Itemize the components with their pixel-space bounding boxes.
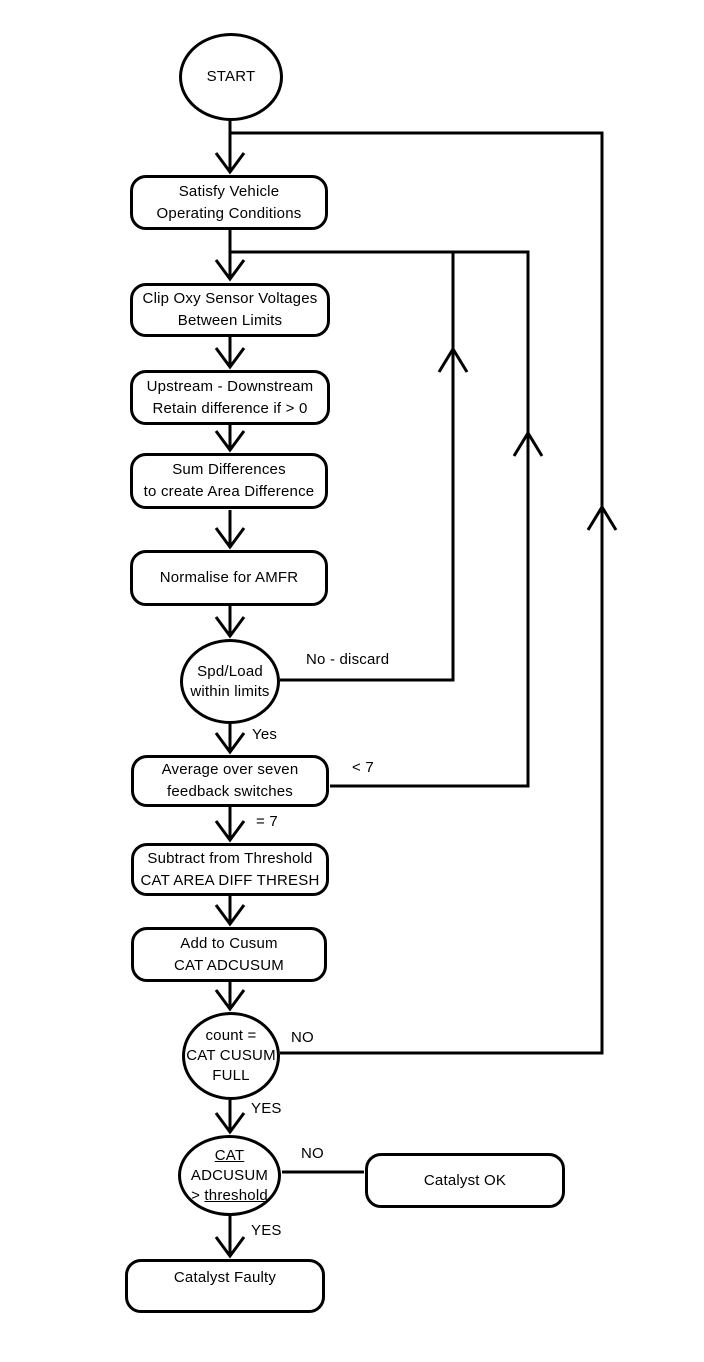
decision-count-cusum-full: count = CAT CUSUM FULL [182,1012,280,1100]
node-label: Upstream - Downstream Retain difference … [146,377,314,417]
arrow-upstream-to-sum [214,425,246,453]
loop-average-lt7-arrowhead [512,430,544,457]
decision-spdload-within-limits: Spd/Load within limits [180,639,280,724]
node-label: Add to Cusum CAT ADCUSUM [174,934,284,974]
start-node: START [179,33,283,121]
loop-count-no [230,131,604,1055]
process-average-seven-switches: Average over seven feedback switches [131,755,329,807]
node-label: Average over seven feedback switches [161,761,299,800]
process-clip-voltages: Clip Oxy Sensor Voltages Between Limits [130,283,330,337]
edge-label-no-adcusum: NO [301,1145,324,1162]
arrow-average-to-subtract [214,807,246,843]
node-label: CAT ADCUSUM > threshold [191,1146,268,1206]
decision-adcusum-threshold: CAT ADCUSUM > threshold [178,1135,281,1216]
edge-label-no-count: NO [291,1029,314,1046]
node-label: Spd/Load within limits [190,662,270,700]
node-label: Satisfy Vehicle Operating Conditions [156,182,302,222]
node-label: Catalyst Faulty [173,1269,277,1286]
terminal-catalyst-faulty: Catalyst Faulty [125,1259,325,1313]
process-satisfy-conditions: Satisfy Vehicle Operating Conditions [130,175,328,230]
node-label: Subtract from Threshold CAT AREA DIFF TH… [140,849,320,889]
loop-average-lt7 [230,250,530,788]
node-label-line3: > threshold [191,1186,268,1204]
node-label: Clip Oxy Sensor Voltages Between Limits [142,290,318,329]
node-label-line1: CAT [214,1146,245,1164]
arrow-count-to-adcusum [214,1100,246,1135]
arrow-satisfy-to-clip [214,230,246,282]
edge-label-yes-count: YES [251,1100,282,1117]
arrow-adcusum-to-faulty [214,1215,246,1259]
process-sum-differences: Sum Differences to create Area Differenc… [130,453,328,509]
loop-count-no-arrowhead [586,504,618,531]
node-label: Catalyst OK [423,1171,507,1189]
arrow-spdload-to-average [214,723,246,755]
edge-label-no-discard: No - discard [306,651,390,668]
edge-label-eq7: = 7 [256,813,278,830]
edge-label-yes-adcusum: YES [251,1222,282,1239]
arrow-cusum-to-count [214,982,246,1012]
process-upstream-downstream: Upstream - Downstream Retain difference … [130,370,330,425]
arrow-sum-to-normalise [214,510,246,550]
node-label-line2: ADCUSUM [190,1166,269,1184]
process-normalise-amfr: Normalise for AMFR [130,550,328,606]
arrow-normalise-to-spdload [214,605,246,639]
arrow-clip-to-upstream [214,337,246,370]
edge-label-lt7: < 7 [352,759,374,776]
arrow-start-to-satisfy [214,120,246,175]
loop-spdload-no-arrowhead [437,346,469,373]
process-add-to-cusum: Add to Cusum CAT ADCUSUM [131,927,327,982]
process-subtract-threshold: Subtract from Threshold CAT AREA DIFF TH… [131,843,329,896]
node-label: START [206,68,256,85]
arrow-subtract-to-cusum [214,896,246,927]
node-label: count = CAT CUSUM FULL [186,1027,276,1084]
loop-spdload-no [280,252,455,682]
node-label: Normalise for AMFR [159,569,299,586]
node-label: Sum Differences to create Area Differenc… [143,461,315,500]
terminal-catalyst-ok: Catalyst OK [365,1153,565,1208]
edge-label-yes-spdload: Yes [252,726,278,743]
